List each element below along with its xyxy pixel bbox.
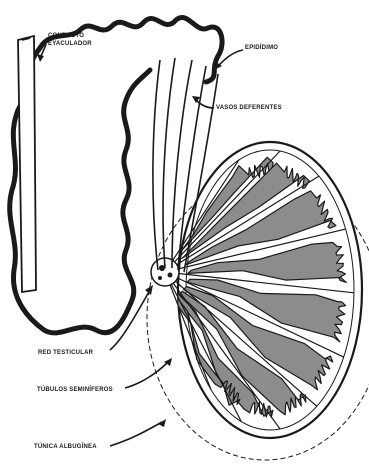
label-vasos-deferentes: VASOS DEFERENTES	[216, 104, 282, 112]
testis-body	[151, 142, 362, 438]
label-conducto-eyaculador: CONDUCTO EYACULADOR	[48, 32, 108, 48]
label-tunica-albuginea: TÚNICA ALBUGÍNEA	[34, 443, 97, 451]
label-red-testicular: RED TESTICULAR	[38, 349, 93, 357]
label-tubulos-seminiferos: TÚBULOS SEMINÍFEROS	[37, 386, 113, 394]
epididymis	[40, 18, 222, 82]
label-epididimo: EPIDÍDIMO	[245, 44, 278, 52]
ejaculatory-duct	[18, 36, 36, 292]
